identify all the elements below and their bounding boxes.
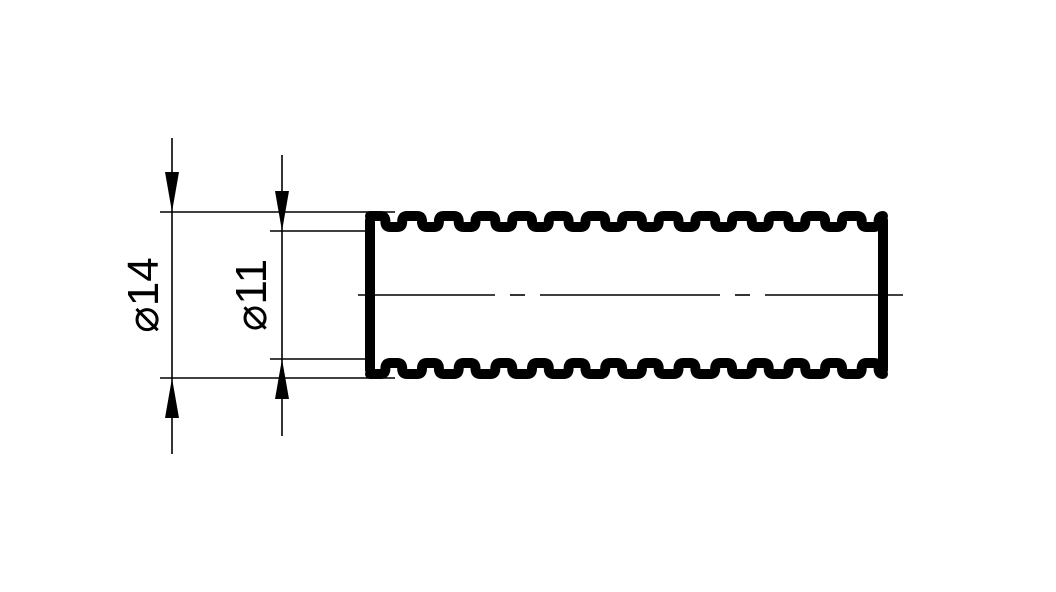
inner-diameter-symbol: ⌀ (227, 305, 276, 332)
inner-diameter-label: ⌀11 (227, 259, 276, 331)
inner-arrow-bottom (275, 359, 289, 399)
outer-arrow-top (165, 172, 179, 212)
tube-wall-bottom (365, 358, 888, 379)
tube-wall-top (365, 211, 888, 232)
outer-diameter-label: ⌀14 (119, 257, 168, 332)
inner-arrow-top (275, 191, 289, 231)
outer-arrow-bottom (165, 378, 179, 418)
inner-diameter-value: 11 (227, 259, 276, 305)
outer-diameter-symbol: ⌀ (119, 306, 168, 333)
outer-diameter-value: 14 (119, 257, 168, 306)
